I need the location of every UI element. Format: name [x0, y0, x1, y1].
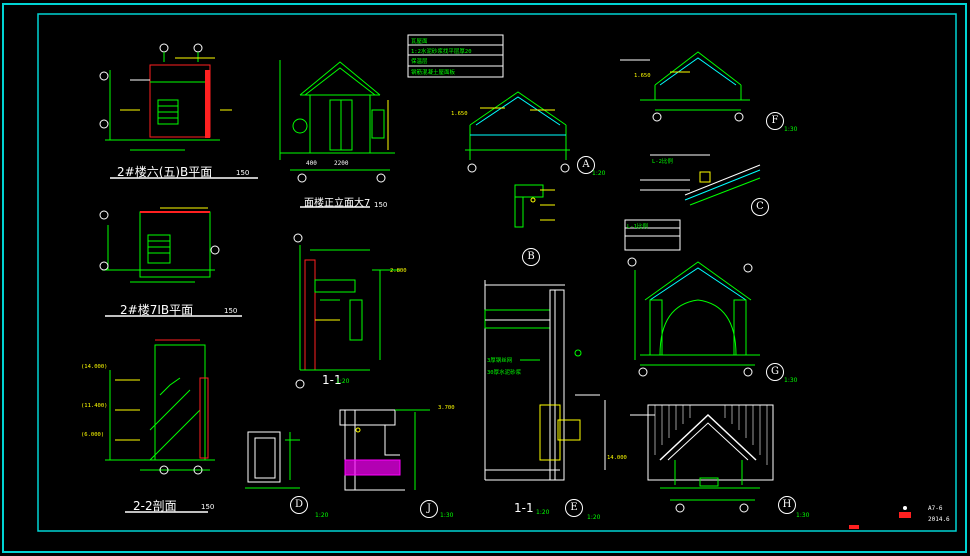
scale-section-2-2: 150 — [201, 503, 215, 511]
dim-d5: (11.400) — [81, 403, 108, 409]
note-g1: L-1比例 — [627, 224, 648, 230]
dim-d1: 1.650 — [451, 111, 468, 117]
detail-c — [640, 154, 761, 206]
title-front-elevation: 面楼正立面大7 — [304, 198, 371, 209]
plan-2b-7 — [99, 207, 220, 283]
scale-front-elevation: 150 — [374, 201, 388, 209]
roof-section-f — [620, 51, 750, 122]
section-2-2 — [105, 339, 215, 475]
title-section-1-1-small: 1-1 — [322, 373, 342, 387]
detail-bubble-h: H — [778, 496, 796, 514]
title-section-2-2: 2-2剖面 — [133, 499, 177, 513]
note-a4: 钢筋混凝土屋面板 — [411, 70, 456, 76]
scale-f: 1:30 — [784, 126, 798, 133]
scale-g: 1:30 — [784, 377, 798, 384]
detail-b — [514, 184, 555, 228]
scale-plan-2b-7: 150 — [224, 307, 238, 315]
detail-bubble-g: G — [766, 363, 784, 381]
scale-j: 1:30 — [440, 512, 454, 519]
dim-d8: 14.000 — [607, 455, 627, 461]
note-c1: L-2比例 — [652, 159, 673, 165]
elevation-h — [630, 404, 774, 513]
wall-section-1-1 — [484, 280, 606, 481]
detail-bubble-c: C — [751, 198, 769, 216]
dim-d3: 400 — [306, 160, 317, 167]
dim-d2: 2200 — [334, 160, 349, 167]
scale-d: 1:20 — [315, 512, 329, 519]
inner-frame — [37, 13, 957, 532]
detail-j — [339, 409, 430, 491]
titleblock-code: A7-6 — [928, 505, 943, 512]
title-block — [849, 506, 911, 529]
roof-section-a — [407, 34, 570, 173]
note-a2: 1:2水泥砂浆找平层厚20 — [411, 49, 472, 55]
outer-frame — [2, 3, 967, 553]
title-section-1-1-wall: 1-1 — [514, 501, 534, 515]
dim-d4: (14.000) — [81, 364, 108, 370]
detail-d — [245, 431, 300, 489]
note-e1: 3厚钢丝网 — [487, 358, 513, 364]
scale-a: 1:20 — [592, 170, 606, 177]
dim-d9: 2.800 — [390, 268, 407, 274]
scale-plan-2b-5: 150 — [236, 169, 250, 177]
scale-h: 1:30 — [796, 512, 810, 519]
note-a1: 瓦屋面 — [411, 39, 428, 45]
note-e2: 30厚水泥砂浆 — [487, 370, 522, 376]
scale-section-1-1-small: 1:20 — [336, 378, 350, 385]
scale-e: 1:20 — [587, 514, 601, 521]
detail-bubble-f: F — [766, 112, 784, 130]
dim-d7: 3.700 — [438, 405, 455, 411]
scale-section-1-1-wall: 1:20 — [536, 509, 550, 516]
detail-bubble-e: E — [565, 499, 583, 517]
detail-bubble-a: A — [577, 156, 595, 174]
section-1-1-small — [293, 233, 400, 389]
detail-bubble-b: B — [522, 248, 540, 266]
dim-d6: (6.000) — [81, 432, 105, 438]
detail-bubble-d: D — [290, 496, 308, 514]
detail-bubble-j: J — [420, 500, 438, 518]
titleblock-year: 2014.6 — [928, 516, 950, 523]
title-plan-2b-5: 2#楼六(五)B平面 — [117, 165, 213, 179]
elevation-g — [624, 219, 760, 377]
title-plan-2b-7: 2#楼7IB平面 — [120, 303, 194, 317]
plan-2b-5 — [99, 43, 232, 151]
front-elevation — [279, 60, 395, 183]
note-a3: 保温层 — [411, 59, 428, 65]
dim-d1b: 1.650 — [634, 73, 651, 79]
